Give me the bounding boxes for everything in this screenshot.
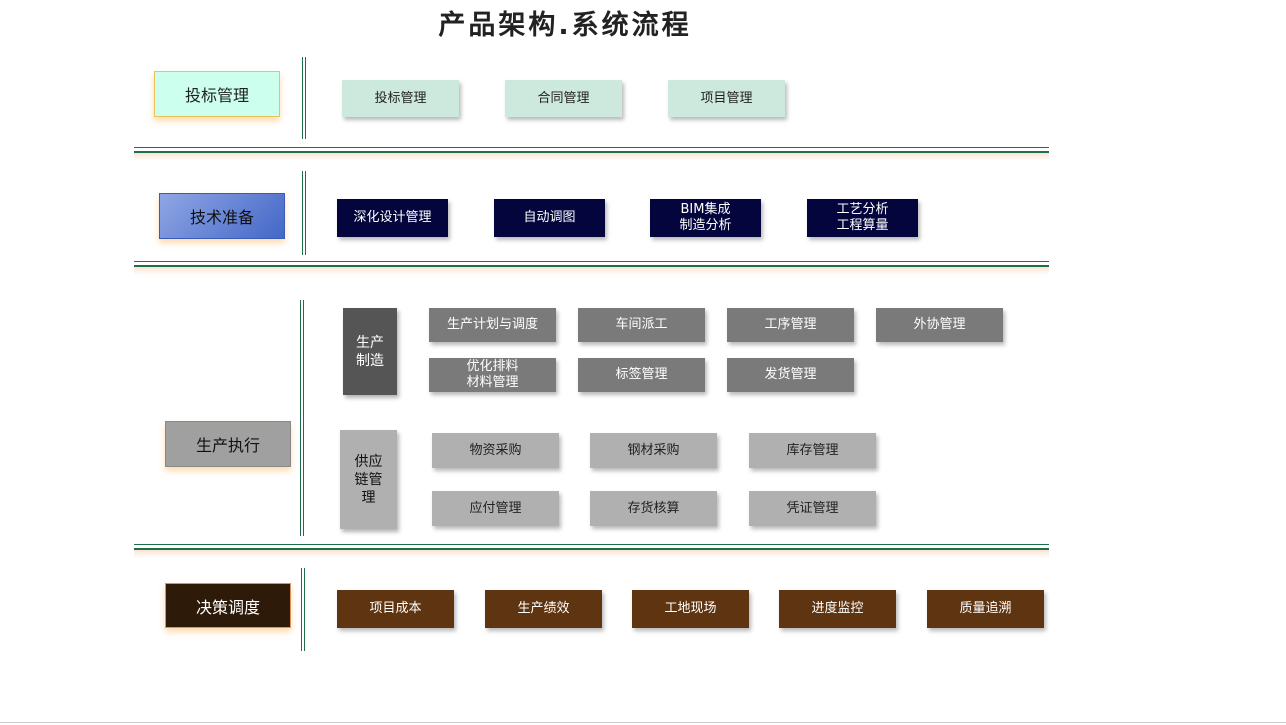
module-auto-drawing[interactable]: 自动调图 (494, 199, 605, 237)
module-process-management[interactable]: 工序管理 (727, 308, 854, 342)
section-divider-decision (301, 568, 305, 651)
section-divider-bidding (302, 57, 306, 139)
row-separator-3-glow (134, 550, 1049, 558)
module-bid-management[interactable]: 投标管理 (342, 80, 459, 117)
module-quality-trace[interactable]: 质量追溯 (927, 590, 1044, 628)
module-production-planning[interactable]: 生产计划与调度 (429, 308, 556, 342)
page-title: 产品架构.系统流程 (438, 10, 692, 41)
module-steel-purchase[interactable]: 钢材采购 (590, 433, 717, 468)
module-detail-design[interactable]: 深化设计管理 (337, 199, 448, 237)
module-payables[interactable]: 应付管理 (432, 491, 559, 526)
module-process-quantity[interactable]: 工艺分析 工程算量 (807, 199, 918, 237)
section-label-bidding: 投标管理 (154, 71, 280, 117)
module-label-management[interactable]: 标签管理 (578, 358, 705, 392)
module-progress-monitor[interactable]: 进度监控 (779, 590, 896, 628)
row-separator-2 (134, 261, 1049, 267)
module-outsourcing[interactable]: 外协管理 (876, 308, 1003, 342)
module-shipping-management[interactable]: 发货管理 (727, 358, 854, 392)
module-nesting-material[interactable]: 优化排料 材料管理 (429, 358, 556, 392)
module-project-cost[interactable]: 项目成本 (337, 590, 454, 628)
page-bottom-border (0, 722, 1286, 723)
section-label-decision: 决策调度 (165, 583, 291, 628)
section-label-production: 生产执行 (165, 421, 291, 467)
module-contract-management[interactable]: 合同管理 (505, 80, 622, 117)
sub-label-manufacturing: 生产 制造 (343, 308, 397, 395)
row-separator-1-glow (134, 153, 1049, 161)
row-separator-2-glow (134, 267, 1049, 275)
module-inventory-management[interactable]: 库存管理 (749, 433, 876, 468)
row-separator-1 (134, 147, 1049, 153)
module-site[interactable]: 工地现场 (632, 590, 749, 628)
sub-label-supply-chain: 供应 链管 理 (340, 430, 397, 529)
row-separator-3 (134, 544, 1049, 550)
section-divider-tech (302, 171, 306, 255)
module-inventory-accounting[interactable]: 存货核算 (590, 491, 717, 526)
module-project-management[interactable]: 项目管理 (668, 80, 785, 117)
module-production-performance[interactable]: 生产绩效 (485, 590, 602, 628)
section-divider-production (300, 300, 304, 536)
module-bim-analysis[interactable]: BIM集成 制造分析 (650, 199, 761, 237)
module-voucher-management[interactable]: 凭证管理 (749, 491, 876, 526)
module-material-purchase[interactable]: 物资采购 (432, 433, 559, 468)
section-label-tech: 技术准备 (159, 193, 285, 239)
module-workshop-dispatch[interactable]: 车间派工 (578, 308, 705, 342)
